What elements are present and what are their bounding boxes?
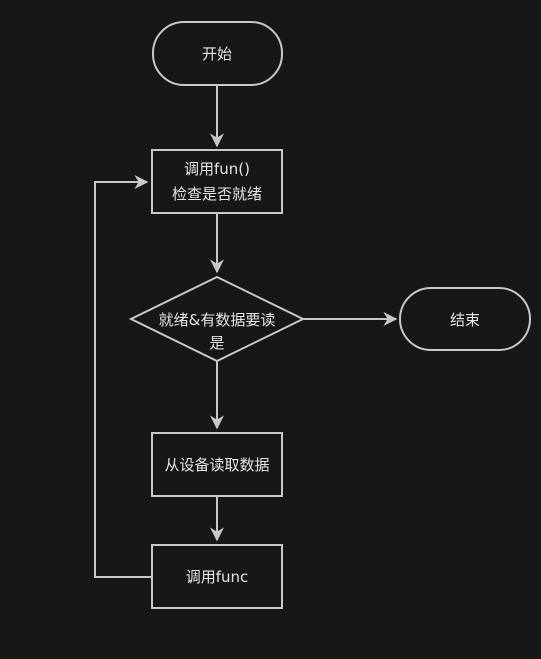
edge-loop-back xyxy=(94,175,152,578)
end-label: 结束 xyxy=(450,311,480,329)
yes-label: 是 xyxy=(209,334,224,352)
read-node[interactable]: 从设备读取数据 xyxy=(151,432,283,497)
call-func-node[interactable]: 调用func xyxy=(151,544,283,609)
call-fun-label-line1: 调用fun() xyxy=(184,160,250,178)
start-shape xyxy=(152,21,283,86)
call-fun-node[interactable]: 调用fun() 检查是否就绪 xyxy=(151,149,283,214)
decision-node[interactable]: 就绪&有数据要读 xyxy=(128,275,306,363)
decision-label: 就绪&有数据要读 xyxy=(159,311,276,329)
end-shape xyxy=(399,287,531,351)
read-label: 从设备读取数据 xyxy=(164,456,269,474)
call-func-label: 调用func xyxy=(186,568,249,586)
call-fun-shape xyxy=(151,149,283,214)
call-func-shape xyxy=(151,544,283,609)
start-node[interactable]: 开始 xyxy=(152,21,283,86)
call-fun-label-line2: 检查是否就绪 xyxy=(172,185,262,203)
start-label: 开始 xyxy=(202,45,232,63)
end-node[interactable]: 结束 xyxy=(399,287,531,351)
